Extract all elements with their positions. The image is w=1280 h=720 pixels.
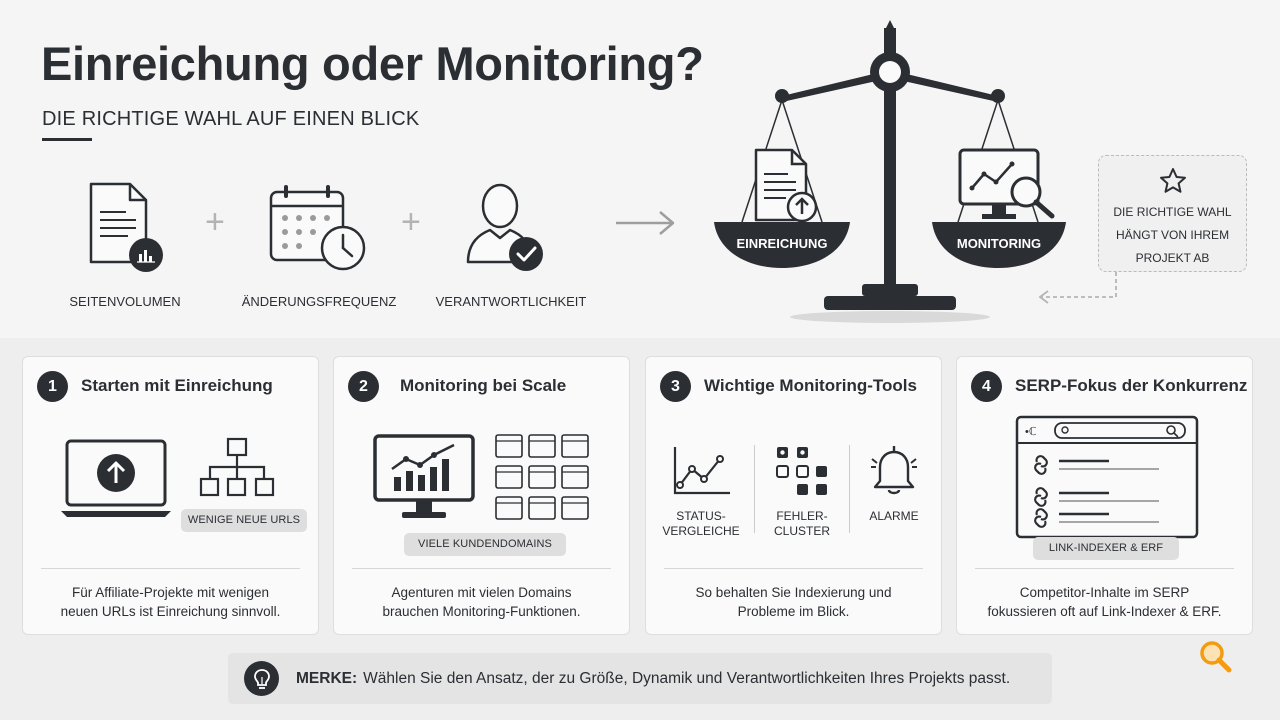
plus-operator: +	[401, 203, 421, 241]
arrow-right-icon	[616, 211, 675, 235]
card-pill: LINK-INDEXER & ERF	[1033, 537, 1179, 560]
lightbulb-icon	[244, 661, 279, 696]
card-monitoring-scale: 2 Monitoring bei Scale VIELE KUNDENDOMAI…	[333, 356, 630, 635]
card-title: Wichtige Monitoring-Tools	[704, 376, 917, 395]
tool-label-error-cluster: FEHLER- CLUSTER	[757, 509, 847, 539]
pan-label-submission: EINREICHUNG	[736, 236, 828, 251]
tool-divider	[754, 445, 755, 533]
magnifier-icon	[1200, 641, 1232, 673]
card-divider	[352, 568, 611, 569]
card-description-line: neuen URLs ist Einreichung sinnvoll.	[60, 604, 281, 619]
card-monitoring-tools: 3 Wichtige Monitoring-Tools STATUS- VERG…	[645, 356, 942, 635]
plus-operator: +	[205, 203, 225, 241]
factor-label-change-frequency: ÄNDERUNGSFREQUENZ	[241, 294, 397, 309]
card-number: 1	[37, 371, 68, 402]
user-check-icon	[466, 183, 543, 271]
card-pill: WENIGE NEUE URLS	[181, 509, 307, 532]
svg-text:•ℂ: •ℂ	[1025, 426, 1037, 438]
card-description-line: Competitor-Inhalte im SERP	[1019, 585, 1190, 600]
domain-grid-icon	[495, 434, 589, 520]
card-divider	[41, 568, 300, 569]
card-description-line: Für Affiliate-Projekte mit wenigen	[71, 585, 270, 600]
tool-label-line: VERGLEICHE	[662, 524, 740, 538]
hint-line: PROJEKT AB	[1135, 251, 1210, 265]
card-description-line: Agenturen mit vielen Domains	[391, 585, 572, 600]
tool-label-status-comparison: STATUS- VERGLEICHE	[656, 509, 746, 539]
document-upload-icon	[754, 148, 818, 223]
tool-label-line: CLUSTER	[773, 524, 830, 538]
card-description-line: So behalten Sie Indexierung und	[695, 585, 892, 600]
monitor-magnifier-icon	[958, 148, 1055, 219]
hint-line: DIE RICHTIGE WAHL	[1113, 205, 1232, 219]
card-title: SERP-Fokus der Konkurrenz	[1015, 376, 1248, 395]
tool-label-alarms: ALARME	[849, 509, 939, 524]
card-divider	[975, 568, 1234, 569]
pan-label-monitoring: MONITORING	[956, 236, 1042, 251]
sitemap-icon	[199, 437, 275, 497]
tool-label-line: FEHLER-	[776, 509, 828, 523]
card-description-line: Probleme im Blick.	[737, 604, 850, 619]
card-title: Starten mit Einreichung	[81, 376, 273, 395]
tool-label-line: STATUS-	[676, 509, 726, 523]
dashed-connector-arrow	[1038, 272, 1117, 304]
hint-line: HÄNGT VON IHREM	[1115, 228, 1230, 242]
card-serp-focus: 4 SERP-Fokus der Konkurrenz •ℂ LINK-INDE…	[956, 356, 1253, 635]
error-cluster-icon	[776, 447, 827, 495]
factor-label-responsibility: VERANTWORTLICHKEIT	[435, 294, 587, 309]
remember-bar: MERKE: Wählen Sie den Ansatz, der zu Größ…	[228, 653, 1052, 704]
star-icon	[1159, 168, 1186, 193]
card-number: 2	[348, 371, 379, 402]
tool-label-line: ALARME	[869, 509, 919, 523]
remember-text: MERKE: Wählen Sie den Ansatz, der zu Größ…	[296, 670, 1010, 688]
remember-message: Wählen Sie den Ansatz, der zu Größe, Dyn…	[363, 670, 1011, 687]
document-chart-icon	[89, 182, 163, 272]
card-pill: VIELE KUNDENDOMAINS	[404, 533, 566, 556]
card-description: Competitor-Inhalte im SERP fokussieren o…	[967, 583, 1242, 621]
card-number: 4	[971, 371, 1002, 402]
page-title: Einreichung oder Monitoring?	[41, 37, 704, 90]
card-description: Agenturen mit vielen Domains brauchen Mo…	[344, 583, 619, 621]
laptop-upload-icon	[61, 439, 171, 517]
bell-icon	[871, 446, 917, 495]
card-description-line: fokussieren oft auf Link-Indexer & ERF.	[987, 604, 1222, 619]
balance-scale-icon	[714, 20, 1066, 323]
tool-divider	[849, 445, 850, 533]
remember-key: MERKE:	[296, 670, 358, 687]
hint-box: DIE RICHTIGE WAHL HÄNGT VON IHREM PROJEK…	[1098, 155, 1247, 272]
card-divider	[664, 568, 923, 569]
factor-label-page-volume: SEITENVOLUMEN	[69, 294, 181, 309]
card-description-line: brauchen Monitoring-Funktionen.	[382, 604, 581, 619]
monitor-chart-icon	[373, 434, 475, 518]
card-description: So behalten Sie Indexierung und Probleme…	[656, 583, 931, 621]
line-chart-icon	[673, 447, 730, 495]
title-underline	[42, 138, 92, 141]
card-number: 3	[660, 371, 691, 402]
page-subtitle: DIE RICHTIGE WAHL AUF EINEN BLICK	[42, 108, 420, 130]
card-title: Monitoring bei Scale	[400, 376, 567, 395]
serp-browser-icon: •ℂ	[1015, 415, 1199, 539]
calendar-clock-icon	[269, 185, 366, 271]
card-start-submission: 1 Starten mit Einreichung WENIGE NEUE UR…	[22, 356, 319, 635]
card-description: Für Affiliate-Projekte mit wenigen neuen…	[33, 583, 308, 621]
